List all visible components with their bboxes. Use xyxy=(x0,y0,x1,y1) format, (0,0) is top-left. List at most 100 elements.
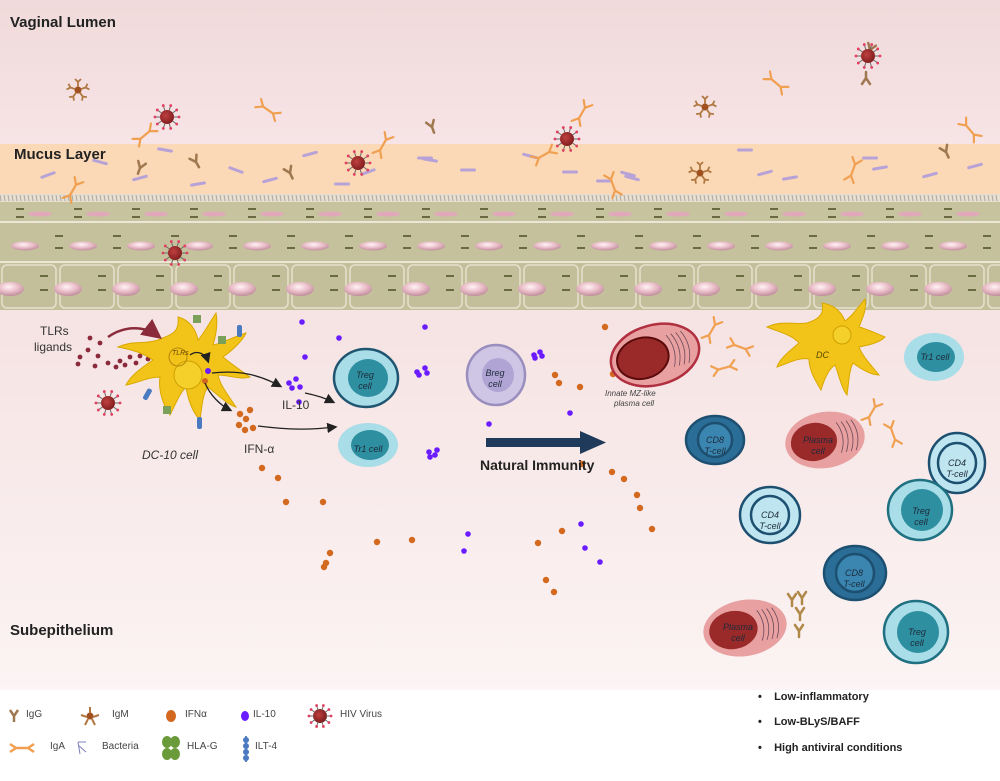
epithelial-nucleus xyxy=(707,241,735,251)
epithelial-nucleus xyxy=(243,241,271,251)
tight-junction xyxy=(40,275,48,277)
cell-label-line: CD8 xyxy=(844,568,863,578)
tight-junction xyxy=(330,275,338,277)
hiv-virus xyxy=(94,390,122,416)
tlr-ligand xyxy=(77,354,83,360)
natural-immunity-arrow xyxy=(486,431,606,454)
ifna-dot xyxy=(246,406,254,414)
tr1-cell xyxy=(904,333,964,381)
iga-antibody xyxy=(957,116,983,144)
tight-junction xyxy=(422,216,430,218)
epithelial-nucleus xyxy=(0,282,24,296)
tlr-ligand xyxy=(122,362,128,368)
ifna-dot xyxy=(319,498,327,506)
breg-cell xyxy=(465,343,527,407)
arrow-il10-to-treg xyxy=(304,392,336,404)
tight-junction xyxy=(364,216,372,218)
igg-antibody xyxy=(794,606,806,622)
il10-dot xyxy=(289,385,295,391)
igg-antibody xyxy=(793,623,805,639)
igm-antibody xyxy=(66,78,90,101)
cd8-cell xyxy=(822,544,888,602)
epithelial-nucleus xyxy=(518,282,546,296)
bacteria xyxy=(782,175,798,181)
hla-g-icon xyxy=(162,736,180,760)
legend-icons xyxy=(8,704,333,762)
igm-antibody xyxy=(693,95,717,118)
cell-label-line: cell xyxy=(811,446,825,456)
ifna-label: IFN-α xyxy=(244,442,275,456)
tight-junction xyxy=(562,289,570,291)
tight-junction xyxy=(596,216,604,218)
tlr-ligand xyxy=(117,358,123,364)
tight-junction xyxy=(132,216,140,218)
epithelial-nucleus xyxy=(608,211,632,217)
tight-junction xyxy=(132,208,140,210)
bacteria xyxy=(92,158,108,166)
bacteria xyxy=(302,150,318,158)
tight-junction xyxy=(214,289,222,291)
dc10-cell xyxy=(116,311,252,422)
legend-hla-g: HLA-G xyxy=(187,741,218,752)
tight-junction xyxy=(422,208,430,210)
igg-antibody xyxy=(938,143,950,159)
epithelial-nucleus xyxy=(286,282,314,296)
tight-junction xyxy=(403,247,411,249)
tight-junction xyxy=(519,247,527,249)
ifna-icon xyxy=(166,710,176,722)
tight-junction xyxy=(809,247,817,249)
bacteria xyxy=(562,170,578,174)
tight-junction xyxy=(461,235,469,237)
cell-label-line: Tr1 cell xyxy=(353,444,383,454)
epithelial-nucleus xyxy=(550,211,574,217)
tight-junction xyxy=(248,208,256,210)
il10-dot xyxy=(597,559,603,565)
tight-junction xyxy=(113,235,121,237)
cell-label-line: CD8 xyxy=(705,435,724,445)
ifna-dot xyxy=(322,559,330,567)
ilt-4-molecules xyxy=(143,325,242,429)
dc10-label: DC-10 cell xyxy=(142,448,199,462)
hiv-virus xyxy=(161,240,189,266)
tr1-cell-label: Tr1 cell xyxy=(914,352,956,363)
tight-junction xyxy=(693,247,701,249)
bacteria xyxy=(460,168,476,172)
tight-junction xyxy=(74,208,82,210)
tight-junction xyxy=(364,208,372,210)
bacteria xyxy=(360,168,376,176)
igg-antibody xyxy=(796,590,808,606)
il10-dot xyxy=(582,545,588,551)
legend-iga: IgA xyxy=(50,741,66,752)
tight-junction xyxy=(388,289,396,291)
ifna-dot xyxy=(274,474,282,482)
dc-cell xyxy=(765,297,886,397)
tight-junction xyxy=(345,247,353,249)
tight-junction xyxy=(461,247,469,249)
cell-label-line: Plasma xyxy=(802,435,833,445)
tlr-ligand xyxy=(127,354,133,360)
plasma-cell xyxy=(785,411,865,469)
igm-antibody xyxy=(688,161,712,184)
ifna-dot xyxy=(636,504,644,512)
tlr-ligand xyxy=(75,361,81,367)
tlr-ligands-label-1: TLRs xyxy=(40,324,69,338)
tight-junction xyxy=(654,208,662,210)
tight-junction xyxy=(16,216,24,218)
ifna-dot xyxy=(601,323,609,331)
tlr-ligand xyxy=(95,353,101,359)
bacteria xyxy=(596,179,612,183)
cell-label-line: CD4 xyxy=(947,458,966,468)
hiv-virus-icon xyxy=(307,704,333,728)
tight-junction xyxy=(190,208,198,210)
tight-junction xyxy=(620,275,628,277)
tight-junction xyxy=(403,235,411,237)
cd4-cell xyxy=(738,485,802,545)
treg-cell xyxy=(886,478,954,542)
tight-junction xyxy=(519,235,527,237)
tight-junction xyxy=(74,216,82,218)
epithelial-nucleus xyxy=(724,211,748,217)
epithelial-nucleus xyxy=(649,241,677,251)
tight-junction xyxy=(712,208,720,210)
